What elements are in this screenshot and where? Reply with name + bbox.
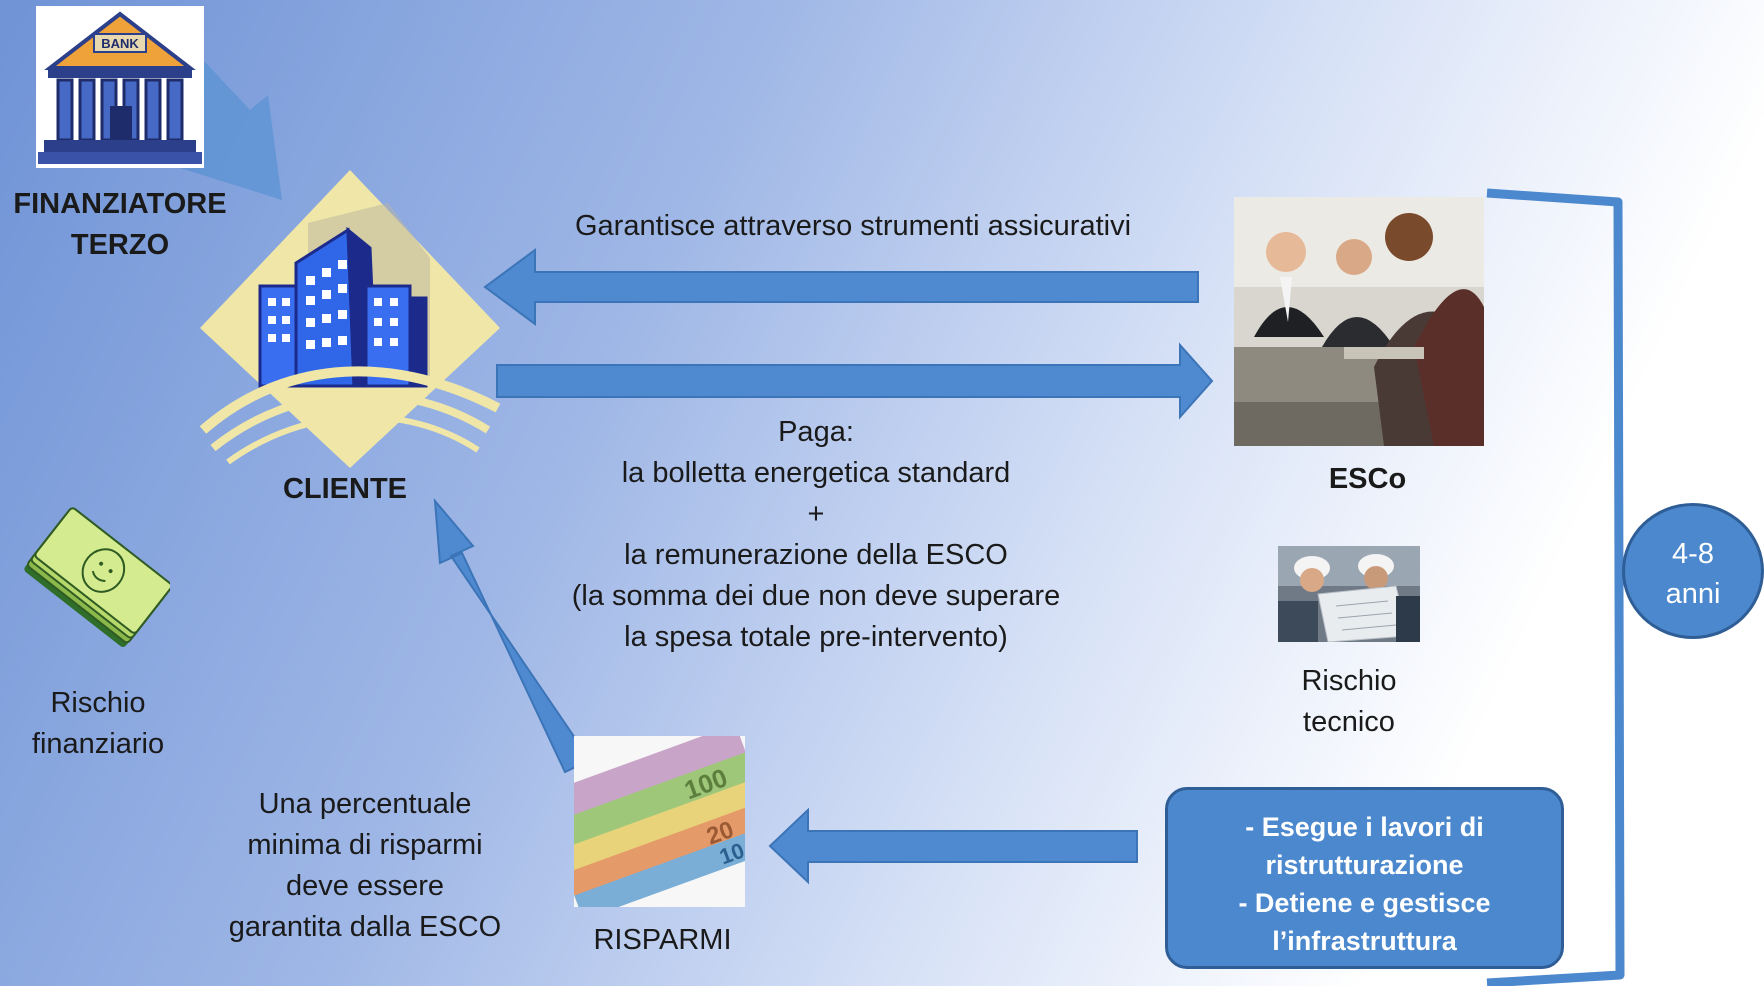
money-stack-icon [24, 507, 170, 647]
arrow-risparmi-to-cliente [433, 497, 592, 774]
risparmi-condition-text: Una percentuale minima di risparmi deve … [205, 784, 525, 948]
rischio-tecnico-label: Rischio tecnico [1270, 661, 1428, 743]
rischio-finanziario-label: Rischio finanziario [0, 683, 196, 765]
duration-bracket [1486, 188, 1625, 986]
esco-activity-line: l’infrastruttura [1272, 926, 1457, 956]
rischio-tecnico-line2: tecnico [1303, 706, 1395, 738]
esco-activity-line: ristrutturazione [1265, 850, 1464, 880]
building-icon [199, 170, 501, 468]
rischio-finanziario-line1: Rischio [50, 687, 146, 719]
cliente-label: CLIENTE [282, 473, 408, 505]
paga-line: la remunerazione della ESCO [624, 539, 1008, 571]
euro-banknotes-photo: 100 20 10 [574, 736, 745, 907]
risparmi-label: RISPARMI [593, 924, 732, 956]
esco-label: ESCo [1328, 463, 1407, 495]
risparmi-condition-line: minima di risparmi [247, 829, 483, 861]
rischio-finanziario-line2: finanziario [31, 728, 165, 760]
garantisce-text: Garantisce attraverso strumenti assicura… [574, 210, 1132, 242]
paga-line: (la somma dei due non deve superare [571, 580, 1061, 612]
paga-line: la bolletta energetica standard [621, 457, 1011, 489]
esco-activity-line: - Esegue i lavori di [1245, 812, 1484, 842]
risparmi-condition-line: garantita dalla ESCO [228, 911, 502, 943]
finanziatore-terzo-label: FINANZIATORE TERZO [0, 184, 240, 266]
rischio-tecnico-line1: Rischio [1301, 665, 1397, 697]
paga-line: la spesa totale pre-intervento) [624, 621, 1008, 653]
duration-oval: 4-8 anni [1622, 503, 1764, 639]
esco-activity-line: - Detiene e gestisce [1238, 888, 1491, 918]
bank-sign-text: BANK [101, 36, 139, 51]
finanziatore-line2: TERZO [70, 229, 170, 261]
paga-line: Paga: [778, 416, 854, 448]
risparmi-condition-line: Una percentuale [258, 788, 472, 820]
duration-line1: 4-8 [1672, 538, 1714, 570]
bank-icon: BANK [36, 6, 204, 168]
engineers-photo [1278, 546, 1420, 642]
esco-activities-box: - Esegue i lavori di ristrutturazione - … [1165, 787, 1564, 969]
arrow-cliente-to-esco [496, 342, 1214, 420]
paga-line: + [807, 498, 825, 530]
esco-meeting-photo [1234, 197, 1484, 446]
paga-text: Paga: la bolletta energetica standard + … [520, 412, 1112, 658]
arrow-esco-to-cliente [483, 248, 1199, 326]
arrow-esco-to-risparmi [768, 807, 1138, 885]
duration-line2: anni [1665, 578, 1721, 610]
risparmi-condition-line: deve essere [286, 870, 444, 902]
finanziatore-line1: FINANZIATORE [13, 188, 227, 220]
